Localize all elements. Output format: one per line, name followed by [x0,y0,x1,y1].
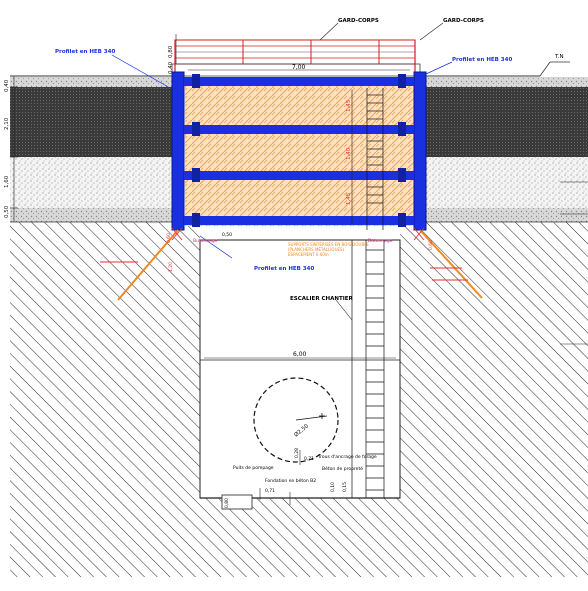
dim-depth-2: 2,10 [4,117,10,130]
dim-071a: 0,71 [304,456,314,462]
dim-left: 0,60 [166,233,172,243]
note-line-3: ESPACEMENT 0.60m [288,252,329,257]
dim-depth-3: 1,60 [4,175,10,188]
dim-071b: 0,71 [265,488,275,494]
wood-shoring [185,78,415,226]
guard-rail [171,39,421,77]
label-pompage: Puits de pompage [233,465,274,471]
dim-gc-post: 0,40 [168,61,174,74]
soil-under-shaft [200,498,400,577]
dim-right: 0,60 [428,240,434,250]
dim-080: 0,80 [224,498,230,508]
dim-gc-height: 0,80 [168,45,174,58]
dim-010: 0,10 [330,482,336,492]
label-tn: T.N [554,54,564,60]
label-escalier: ESCALIER CHANTIER [290,296,354,302]
label-forage: Trous d'ancrage de forage [317,454,377,460]
label-width-top: 7,00 [292,64,306,71]
label-profilet-right: Profilet en HEB 340 [452,57,512,63]
dim-strut-3: 1,45 [346,192,352,205]
dim-050: 0,50 [222,232,232,238]
note-line-1: SUPPORTS SINTÉRISÉS EN BOIS DOUBLE [288,242,369,247]
heb-pile-right [413,71,427,231]
struts [184,74,414,227]
dim-strut-1: 1,45 [346,99,352,112]
note-line-2: (PLANCHERS MÉTALLIQUES) [288,247,345,252]
dim-015: 0,15 [342,482,348,492]
dim-mid: 1,20 [168,262,174,272]
label-width-bottom: 6,00 [293,351,307,358]
label-butonnage-left: Butonnage [193,238,218,244]
label-butonnage-right: Butonnage [368,238,393,244]
label-garde-corps-right: GARD-CORPS [443,18,484,24]
label-beton: Béton de propreté [322,465,363,472]
soil-layers-right [400,77,588,577]
heb-pile-left [171,71,185,231]
dim-strut-2: 1,40 [346,147,352,160]
ladder-upper [366,88,384,230]
label-profilet-bottom: Profilet en HEB 340 [254,266,314,272]
pointer-lines [111,54,453,259]
callout-lines [319,22,444,41]
dim-depth-4: 0,50 [4,205,10,218]
anchors [117,229,483,301]
ladder-lower [351,240,385,498]
label-profilet-left: Profilet en HEB 340 [55,49,115,55]
dimension-lines [10,34,588,505]
label-fondation: Fondation en béton B2 [265,477,316,484]
dim-028: 0,28 [294,448,300,458]
anchor-marks [100,227,468,281]
soil-layers-left [10,77,200,577]
dim-depth-1: 0,40 [4,79,10,92]
label-garde-corps-left: GARD-CORPS [338,18,379,24]
